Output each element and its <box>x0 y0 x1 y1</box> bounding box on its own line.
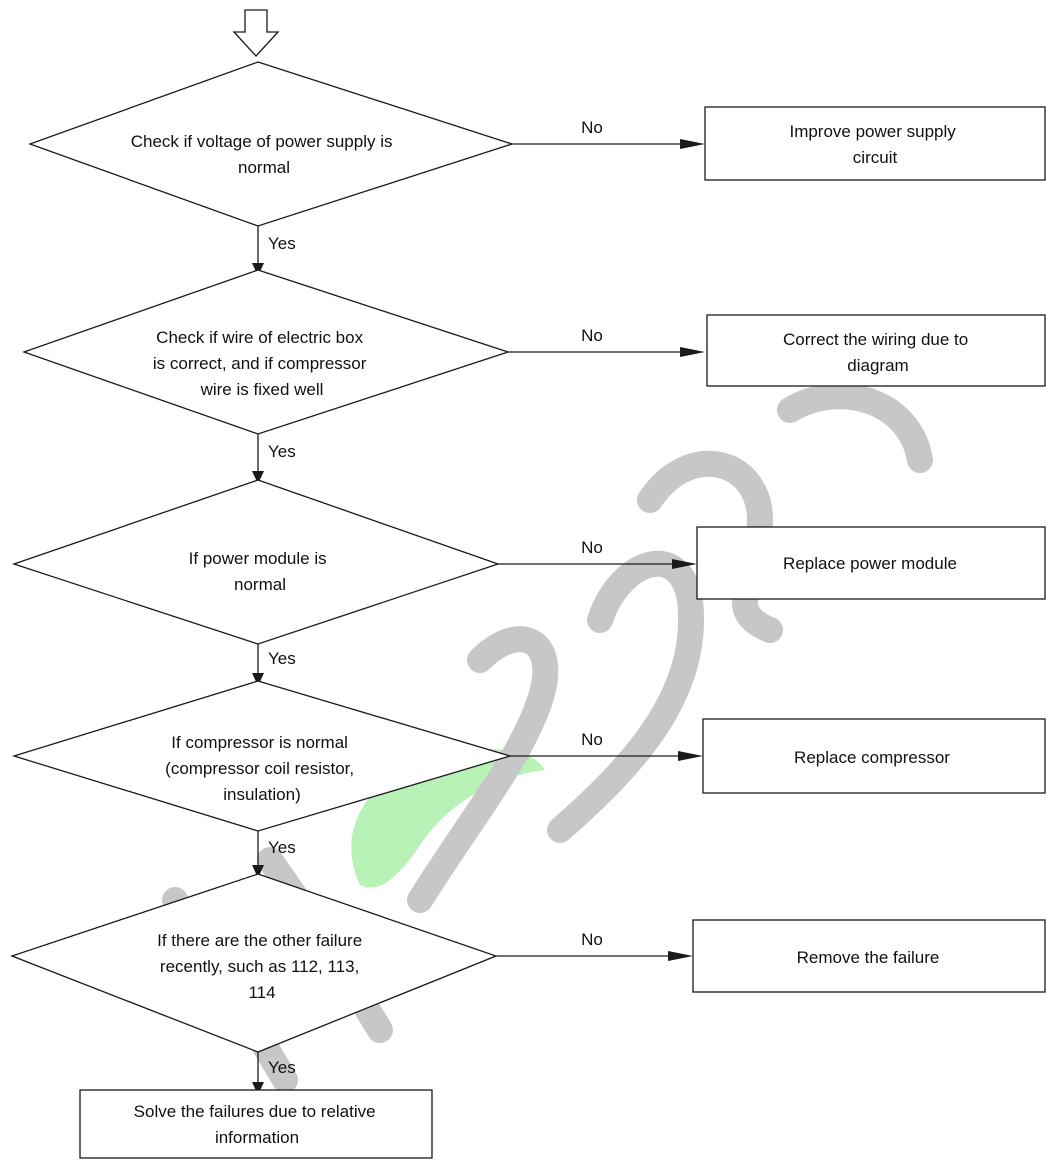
decision-text: If compressor is normal (compressor coil… <box>165 733 359 804</box>
action-text: Replace compressor <box>794 748 950 767</box>
watermark-stroke-4 <box>547 550 705 843</box>
decision-text: If power module is normal <box>189 549 332 594</box>
yes-label: Yes <box>268 649 296 668</box>
decision-diamond <box>10 873 498 1053</box>
decision-text: If there are the other failure recently,… <box>157 931 367 1002</box>
no-label: No <box>581 538 603 557</box>
no-label: No <box>581 326 603 345</box>
action-text: Remove the failure <box>797 948 940 967</box>
decision-text: Check if wire of electric box is correct… <box>153 328 371 399</box>
decision-text: Check if voltage of power supply is norm… <box>131 132 397 177</box>
watermark-stroke-6 <box>777 383 933 473</box>
decision-diamond <box>11 479 501 645</box>
action-box <box>692 919 1046 993</box>
watermark-stroke-3 <box>407 626 559 913</box>
decision-diamond <box>22 269 511 435</box>
action-box <box>706 314 1046 387</box>
action-box <box>704 106 1046 181</box>
yes-label: Yes <box>268 838 296 857</box>
yes-label: Yes <box>268 234 296 253</box>
yes-label: Yes <box>268 1058 296 1077</box>
yes-connectors <box>252 226 264 1095</box>
action-text: Improve power supply circuit <box>789 122 960 167</box>
final-text: Solve the failures due to relative infor… <box>134 1102 381 1147</box>
no-label: No <box>581 118 603 137</box>
action-box <box>696 526 1046 600</box>
yes-label: Yes <box>268 442 296 461</box>
final-box <box>79 1089 433 1159</box>
decision-diamond <box>28 61 515 227</box>
no-label: No <box>581 930 603 949</box>
no-label: No <box>581 730 603 749</box>
action-text: Correct the wiring due to diagram <box>783 330 973 375</box>
watermark-stroke-5 <box>637 450 783 643</box>
action-text: Replace power module <box>783 554 957 573</box>
decision-diamond <box>11 680 513 832</box>
action-box <box>702 718 1046 794</box>
no-connectors <box>496 139 705 961</box>
start-arrow <box>232 9 280 57</box>
